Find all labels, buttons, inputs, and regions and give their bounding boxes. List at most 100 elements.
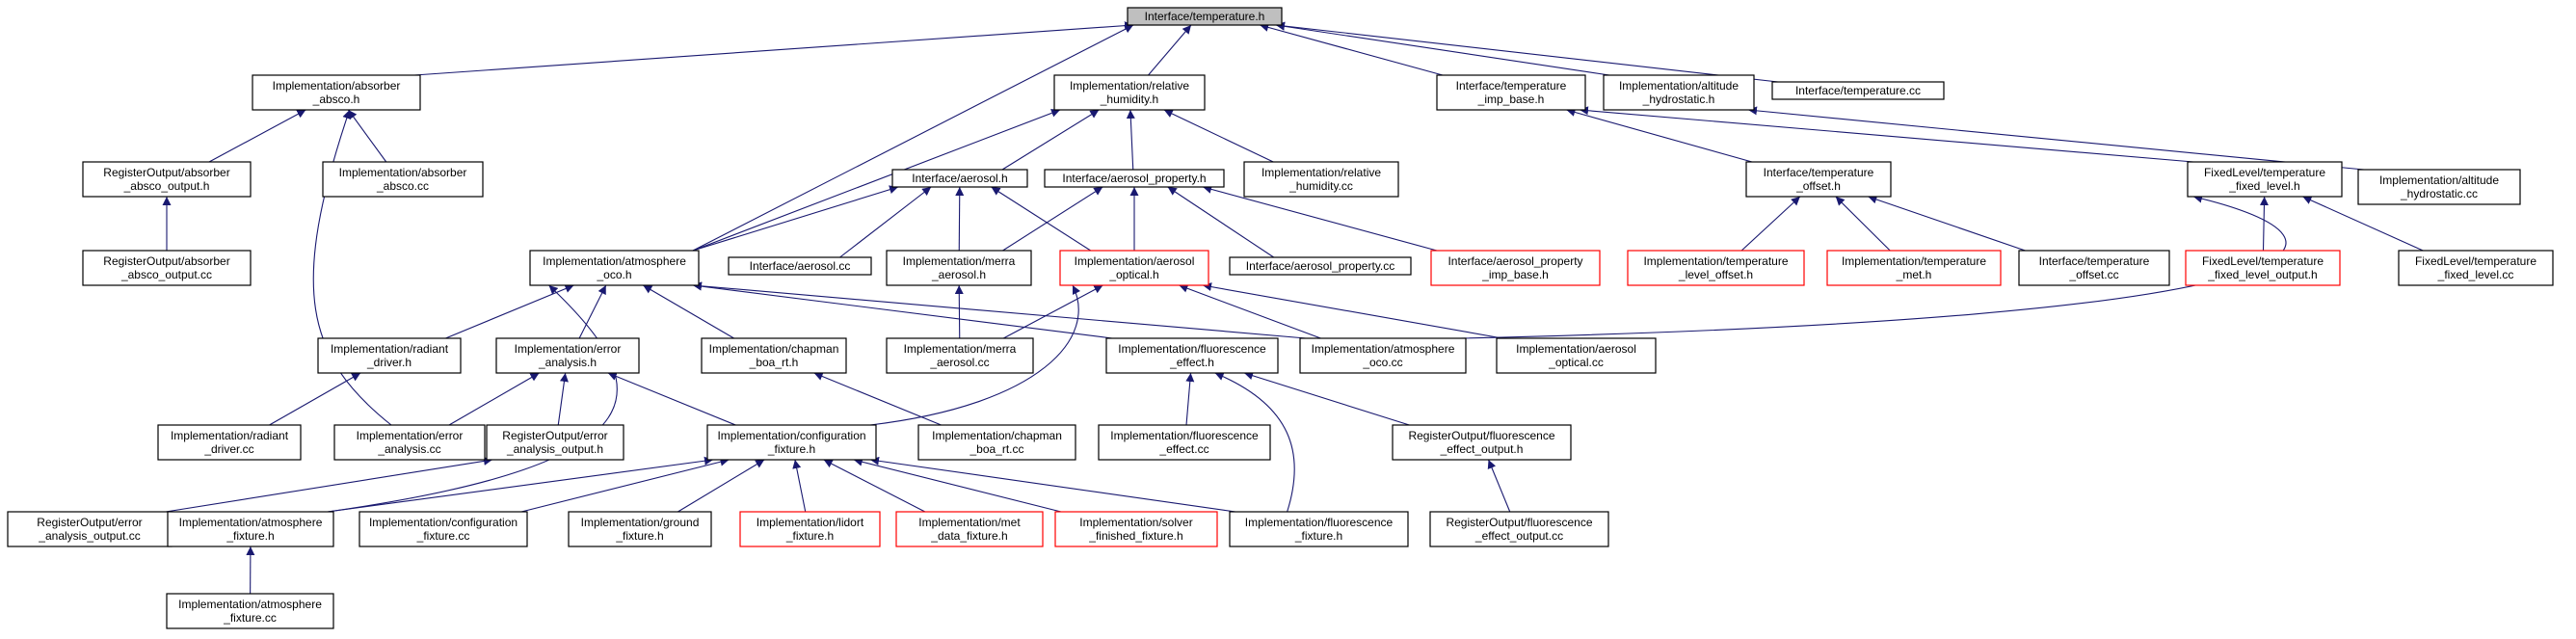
edge-interface-aerosol-property-imp-base-h-to-interface-aerosol-property-h [1203,185,1438,252]
node-implementation-ground-fixture-h[interactable]: Implementation/ground_fixture.h [568,511,712,547]
edge-registeroutput-fluorescence-effect-output-h-to-implementation-fluorescence-effect-h [1243,371,1410,426]
node-label: _fixture.h [1294,529,1342,543]
node-implementation-atmosphere-fixture-h[interactable]: Implementation/atmosphere_fixture.h [167,511,334,547]
node-box [1771,81,1945,100]
node-box [322,161,484,198]
node-label: _boa_rt.h [749,356,799,369]
node-implementation-configuration-fixture-cc[interactable]: Implementation/configuration_fixture.cc [359,511,528,547]
node-label: _fixture.h [226,529,274,543]
node-implementation-temperature-met-h[interactable]: Implementation/temperature_met.h [1826,250,2002,286]
edge-implementation-solver-finished-fixture-h-to-implementation-configuration-fixture-h [853,457,1062,513]
node-interface-aerosol-cc[interactable]: Interface/aerosol.cc [728,256,872,276]
node-implementation-atmosphere-oco-cc[interactable]: Implementation/atmosphere_oco.cc [1299,337,1467,374]
node-interface-aerosol-property-h[interactable]: Interface/aerosol_property.h [1044,169,1225,188]
node-fixedlevel-temperature-fixed-level-cc[interactable]: FixedLevel/temperature_fixed_level.cc [2398,250,2554,286]
node-implementation-altitude-hydrostatic-h[interactable]: Implementation/altitude_hydrostatic.h [1603,74,1755,111]
node-implementation-relative-humidity-h[interactable]: Implementation/relative_humidity.h [1053,74,1206,111]
node-registeroutput-fluorescence-effect-output-h[interactable]: RegisterOutput/fluorescence_effect_outpu… [1392,424,1572,461]
node-label: Implementation/relative [1070,79,1189,93]
node-box [82,161,252,198]
node-label: _hydrostatic.cc [2400,187,2478,200]
node-interface-temperature-imp-base-h[interactable]: Interface/temperature_imp_base.h [1436,74,1586,111]
node-box [886,250,1032,286]
node-label: _met.h [1896,268,1932,281]
node-interface-temperature-cc[interactable]: Interface/temperature.cc [1771,81,1945,100]
node-box [529,250,700,286]
node-implementation-met-data-fixture-h[interactable]: Implementation/met_data_fixture.h [895,511,1044,547]
node-label: _optical.h [1108,268,1158,281]
node-box [2187,161,2343,198]
node-interface-aerosol-property-cc[interactable]: Interface/aerosol_property.cc [1229,256,1412,276]
node-interface-aerosol-h[interactable]: Interface/aerosol.h [891,169,1028,188]
node-fixedlevel-temperature-fixed-level-h[interactable]: FixedLevel/temperature_fixed_level.h [2187,161,2343,198]
node-label: _effect.cc [1158,442,1208,456]
node-box [886,337,1034,374]
node-interface-aerosol-property-imp-base-h[interactable]: Interface/aerosol_property_imp_base.h [1430,250,1601,286]
node-implementation-radiant-driver-cc[interactable]: Implementation/radiant_driver.cc [157,424,302,461]
node-label: _fixture.h [785,529,834,543]
edge-registeroutput-error-analysis-output-h-to-implementation-error-analysis-h [557,372,569,426]
node-registeroutput-fluorescence-effect-output-cc[interactable]: RegisterOutput/fluorescence_effect_outpu… [1429,511,1609,547]
node-interface-temperature-h[interactable]: Interface/temperature.h [1127,7,1283,26]
node-box [495,337,640,374]
node-implementation-fluorescence-effect-cc[interactable]: Implementation/fluorescence_effect.cc [1098,424,1271,461]
node-implementation-atmosphere-oco-h[interactable]: Implementation/atmosphere_oco.h [529,250,700,286]
node-registeroutput-absorber-absco-output-cc[interactable]: RegisterOutput/absorber_absco_output.cc [82,250,252,286]
node-label: FixedLevel/temperature [2415,254,2536,268]
node-implementation-configuration-fixture-h[interactable]: Implementation/configuration_fixture.h [706,424,877,461]
node-implementation-aerosol-optical-h[interactable]: Implementation/aerosol_optical.h [1059,250,1209,286]
node-registeroutput-error-analysis-output-h[interactable]: RegisterOutput/error_analysis_output.h [486,424,624,461]
node-label: _hydrostatic.h [1642,93,1715,106]
node-label: Interface/aerosol.cc [750,259,851,273]
node-label: _data_fixture.h [930,529,1007,543]
node-registeroutput-absorber-absco-output-h[interactable]: RegisterOutput/absorber_absco_output.h [82,161,252,198]
node-implementation-aerosol-optical-cc[interactable]: Implementation/aerosol_optical.cc [1496,337,1657,374]
node-label: Interface/temperature [2039,254,2150,268]
node-implementation-fluorescence-effect-h[interactable]: Implementation/fluorescence_effect.h [1105,337,1279,374]
node-label: _oco.h [596,268,631,281]
node-implementation-merra-aerosol-h[interactable]: Implementation/merra_aerosol.h [886,250,1032,286]
node-implementation-lidort-fixture-h[interactable]: Implementation/lidort_fixture.h [739,511,881,547]
node-implementation-absorber-absco-cc[interactable]: Implementation/absorber_absco.cc [322,161,484,198]
edge-implementation-configuration-fixture-cc-to-implementation-configuration-fixture-h [520,457,730,513]
node-box [1098,424,1271,461]
node-label: Implementation/configuration [369,516,518,529]
node-box [917,424,1076,461]
node-implementation-solver-finished-fixture-h[interactable]: Implementation/solver_finished_fixture.h [1054,511,1218,547]
node-box [1053,74,1206,111]
node-implementation-chapman-boa-rt-cc[interactable]: Implementation/chapman_boa_rt.cc [917,424,1076,461]
node-box [1826,250,2002,286]
edge-implementation-lidort-fixture-h-to-implementation-configuration-fixture-h [792,459,807,513]
node-interface-temperature-offset-cc[interactable]: Interface/temperature_offset.cc [2018,250,2170,286]
node-implementation-atmosphere-fixture-cc[interactable]: Implementation/atmosphere_fixture.cc [166,593,334,629]
edge-implementation-met-data-fixture-h-to-implementation-configuration-fixture-h [823,459,926,513]
node-registeroutput-error-analysis-output-cc[interactable]: RegisterOutput/error_analysis_output.cc [7,511,173,547]
node-implementation-altitude-hydrostatic-cc[interactable]: Implementation/altitude_hydrostatic.cc [2357,169,2521,205]
node-implementation-absorber-absco-h[interactable]: Implementation/absorber_absco.h [252,74,421,111]
node-interface-temperature-offset-h[interactable]: Interface/temperature_offset.h [1745,161,1892,198]
node-implementation-radiant-driver-h[interactable]: Implementation/radiant_driver.h [317,337,462,374]
node-fixedlevel-temperature-fixed-level-output-h[interactable]: FixedLevel/temperature_fixed_level_outpu… [2185,250,2341,286]
node-label: Interface/aerosol_property.h [1062,172,1206,185]
node-box [486,424,624,461]
edge-implementation-absorber-absco-cc-to-implementation-absorber-absco-h [347,109,387,163]
node-label: _imp_base.h [1477,93,1545,106]
node-label: _analysis_output.cc [38,529,140,543]
node-implementation-fluorescence-fixture-h[interactable]: Implementation/fluorescence_fixture.h [1229,511,1409,547]
node-label: _offset.h [1795,179,1841,193]
edge-interface-aerosol-cc-to-interface-aerosol-h [839,186,932,258]
node-label: Implementation/fluorescence [1245,516,1394,529]
node-implementation-merra-aerosol-cc[interactable]: Implementation/merra_aerosol.cc [886,337,1034,374]
node-implementation-error-analysis-cc[interactable]: Implementation/error_analysis.cc [333,424,486,461]
node-implementation-temperature-level-offset-h[interactable]: Implementation/temperature_level_offset.… [1627,250,1805,286]
node-label: Implementation/radiant [331,342,449,356]
node-implementation-error-analysis-h[interactable]: Implementation/error_analysis.h [495,337,640,374]
node-label: _fixture.h [767,442,815,456]
edge-interface-aerosol-property-h-to-implementation-relative-humidity-h [1126,109,1135,171]
node-label: _analysis_output.h [506,442,603,456]
node-label: Interface/temperature [1764,166,1874,179]
node-implementation-chapman-boa-rt-h[interactable]: Implementation/chapman_boa_rt.h [701,337,847,374]
node-label: Implementation/atmosphere [543,254,686,268]
node-implementation-relative-humidity-cc[interactable]: Implementation/relative_humidity.cc [1243,161,1399,198]
